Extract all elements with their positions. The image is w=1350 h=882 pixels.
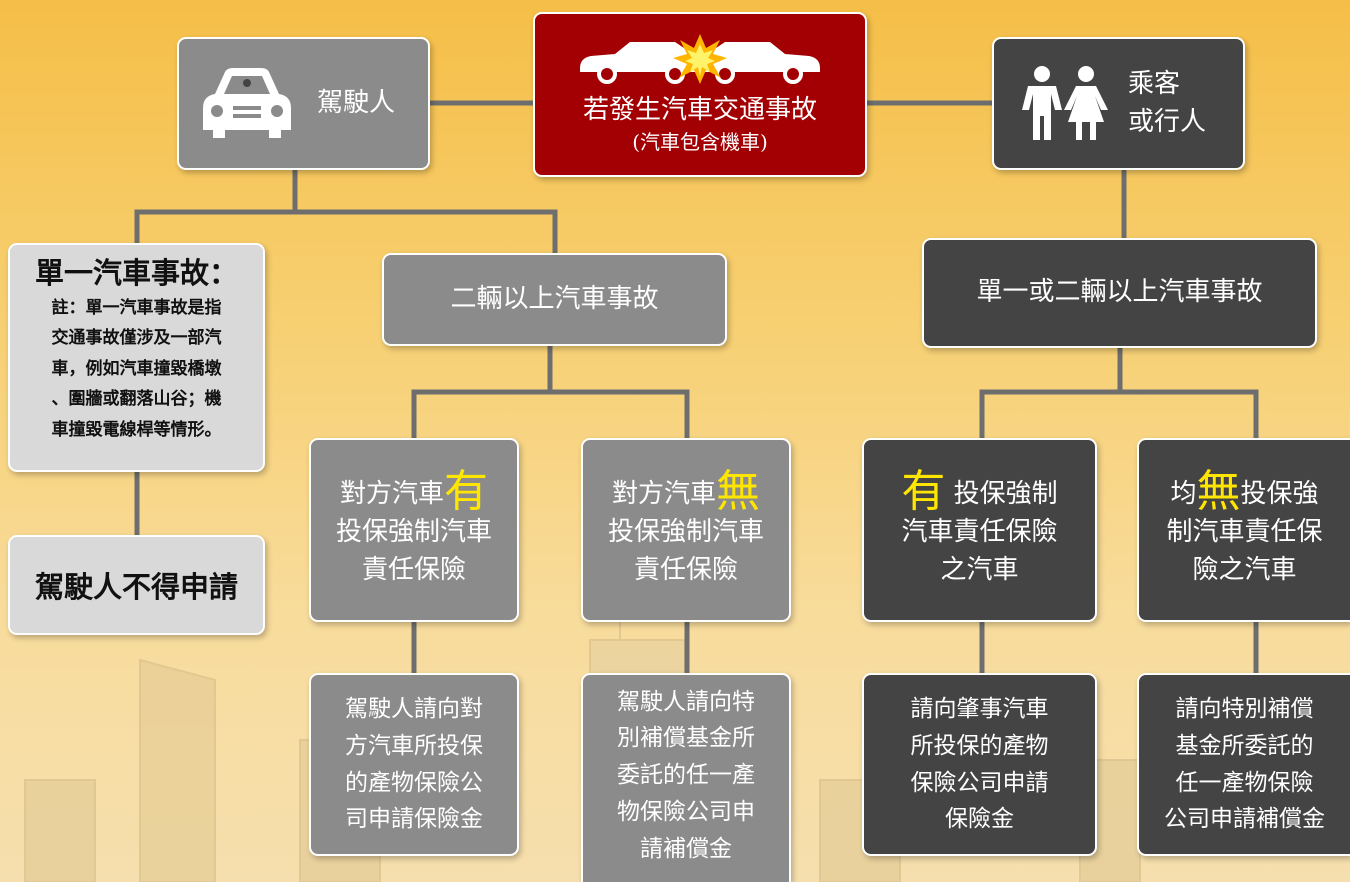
result-line: 請向特別補償 — [1175, 695, 1314, 722]
result-box-1: 駕駛人請向對 方汽車所投保 的產物保險公 司申請保險金 — [309, 673, 519, 856]
passenger-line2: 或行人 — [1128, 106, 1207, 137]
accident-box: 若發生汽車交通事故 (汽車包含機車) — [533, 12, 867, 177]
no-apply-box: 駕駛人不得申請 — [8, 535, 265, 635]
passenger-line1: 乘客 — [1128, 68, 1181, 99]
no-apply-label: 駕駛人不得申請 — [34, 570, 238, 604]
result-line: 委託的任一產 — [617, 762, 755, 789]
result-line: 別補償基金所 — [617, 725, 755, 752]
note-line: 交通事故僅涉及一部汽 — [51, 328, 222, 349]
note-line: 、圍牆或翻落山谷；機 — [51, 389, 222, 410]
other-uninsured-highlight: 無 — [716, 466, 760, 518]
passenger-box: 乘客 或行人 — [992, 37, 1245, 170]
single-accident-title: 單一汽車事故： — [34, 256, 238, 290]
passenger-label: 乘客 或行人 — [1128, 66, 1206, 141]
has-insurance-line2: 汽車責任保險 — [901, 517, 1058, 548]
no-insurance-post: 投保強 — [1240, 479, 1319, 510]
has-insurance-line3: 之汽車 — [940, 555, 1019, 585]
other-insured-line2: 投保強制汽車 — [335, 517, 492, 548]
result-line: 任一產物保險 — [1175, 769, 1314, 796]
single-accident-note: 註：單一汽車事故是指 交通事故僅涉及一部汽 車，例如汽車撞毀橋墩 、圍牆或翻落山… — [52, 293, 222, 446]
has-insurance-post: 投保強制 — [945, 479, 1058, 510]
other-uninsured-line2: 投保強制汽車 — [607, 517, 764, 548]
result-line: 請向肇事汽車 — [910, 695, 1049, 722]
no-insurance-highlight: 無 — [1196, 466, 1241, 518]
multi-accident-label: 二輛以上汽車事故 — [450, 283, 659, 314]
result-line: 的產物保險公 — [345, 769, 483, 796]
has-insurance-box: 有 投保強制 汽車責任保險 之汽車 — [862, 438, 1097, 622]
people-icon — [1022, 65, 1108, 140]
result-line: 公司申請補償金 — [1164, 806, 1325, 833]
note-line: 車，例如汽車撞毀橋墩 — [51, 358, 222, 379]
other-insured-highlight: 有 — [444, 466, 488, 518]
result-line: 方汽車所投保 — [345, 732, 483, 759]
car-icon — [203, 67, 291, 138]
other-uninsured-box: 對方汽車無 投保強制汽車 責任保險 — [581, 438, 791, 622]
driver-label: 駕駛人 — [317, 87, 396, 118]
has-insurance-highlight: 有 — [901, 466, 946, 518]
no-insurance-box: 均無投保強 制汽車責任保 險之汽車 — [1137, 438, 1350, 622]
other-uninsured-pre: 對方汽車 — [611, 479, 716, 510]
result-box-2: 駕駛人請向特 別補償基金所 委託的任一產 物保險公司申 請補償金 — [581, 673, 791, 882]
accident-title: 若發生汽車交通事故 — [582, 94, 817, 125]
driver-box: 駕駛人 — [177, 37, 430, 170]
car-crash-icon — [580, 33, 820, 84]
result-box-3: 請向肇事汽車 所投保的產物 保險公司申請 保險金 — [862, 673, 1097, 856]
result-line: 物保險公司申 — [617, 798, 755, 825]
single-or-multi-box: 單一或二輛以上汽車事故 — [922, 238, 1317, 348]
other-uninsured-line3: 責任保險 — [633, 555, 738, 585]
result-line: 司申請保險金 — [345, 806, 483, 833]
accident-subtitle: (汽車包含機車) — [632, 130, 768, 155]
result-line: 保險金 — [945, 806, 1014, 833]
no-insurance-line2: 制汽車責任保 — [1166, 517, 1323, 548]
result-line: 所投保的產物 — [910, 732, 1049, 759]
multi-accident-box: 二輛以上汽車事故 — [382, 253, 727, 346]
other-insured-pre: 對方汽車 — [339, 479, 444, 510]
single-or-multi-label: 單一或二輛以上汽車事故 — [976, 277, 1263, 308]
other-insured-line3: 責任保險 — [361, 555, 466, 585]
no-insurance-pre: 均 — [1170, 479, 1197, 510]
result-line: 保險公司申請 — [910, 769, 1049, 796]
result-line: 請補償金 — [640, 835, 732, 862]
result-line: 駕駛人請向對 — [345, 695, 483, 722]
result-line: 駕駛人請向特 — [617, 688, 755, 715]
result-line: 基金所委託的 — [1175, 732, 1314, 759]
result-box-4: 請向特別補償 基金所委託的 任一產物保險 公司申請補償金 — [1137, 673, 1350, 856]
single-accident-box: 單一汽車事故： 註：單一汽車事故是指 交通事故僅涉及一部汽 車，例如汽車撞毀橋墩… — [8, 243, 265, 472]
note-line: 註：單一汽車事故是指 — [51, 297, 222, 318]
no-insurance-line3: 險之汽車 — [1192, 555, 1297, 585]
note-line: 車撞毀電線桿等情形。 — [51, 420, 222, 441]
other-insured-box: 對方汽車有 投保強制汽車 責任保險 — [309, 438, 519, 622]
